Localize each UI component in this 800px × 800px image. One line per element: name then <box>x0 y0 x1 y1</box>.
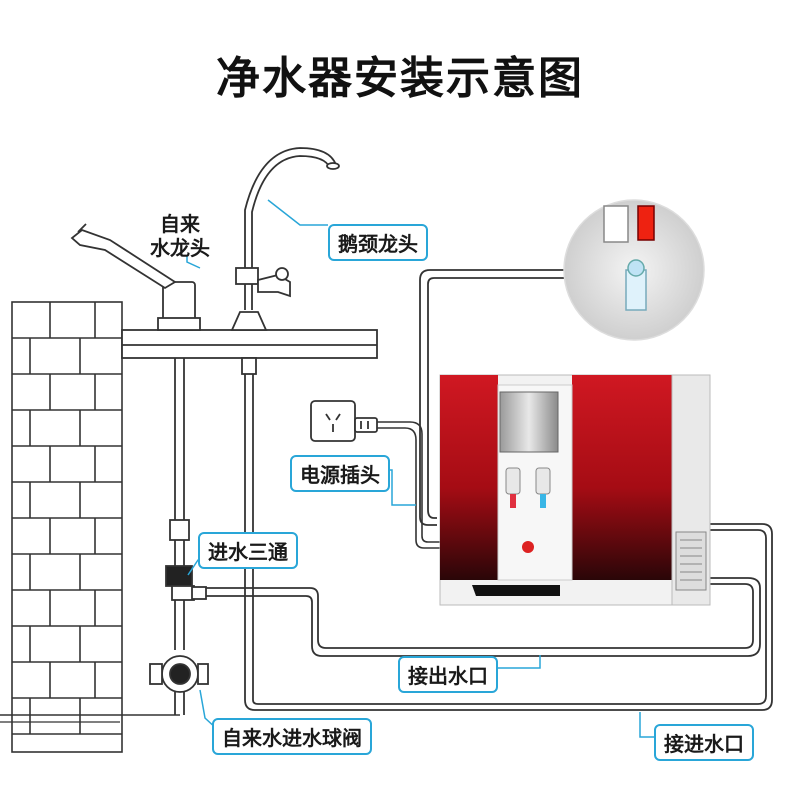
power-plug-label: 电源插头 <box>290 455 390 492</box>
tap-inlet-ball-valve-label: 自来水进水球阀 <box>212 718 372 755</box>
ball-valve-icon <box>149 655 209 715</box>
power-socket-icon <box>310 400 378 442</box>
outlet-tube <box>244 523 773 711</box>
diagram-title: 净水器安装示意图 <box>216 53 584 104</box>
power-cable <box>376 421 442 549</box>
faucet-tube <box>241 357 257 700</box>
inset-detail <box>563 199 705 341</box>
gooseneck-faucet-icon <box>230 147 340 331</box>
gooseneck-faucet-label: 鹅颈龙头 <box>328 224 428 261</box>
outlet-port-label: 接出水口 <box>398 656 498 693</box>
countertop <box>121 329 378 359</box>
inlet-tube <box>192 577 761 657</box>
inlet-tee-label: 进水三通 <box>198 532 298 569</box>
tap-water-faucet-icon <box>70 223 201 331</box>
water-purifier <box>439 374 711 606</box>
inlet-port-label: 接进水口 <box>654 724 754 761</box>
supply-pipe <box>165 358 193 650</box>
upper-tube <box>419 269 580 526</box>
tap-water-faucet-label: 自来 水龙头 <box>150 212 210 260</box>
inlet-tee-icon <box>171 585 207 601</box>
brick-wall <box>11 301 123 753</box>
